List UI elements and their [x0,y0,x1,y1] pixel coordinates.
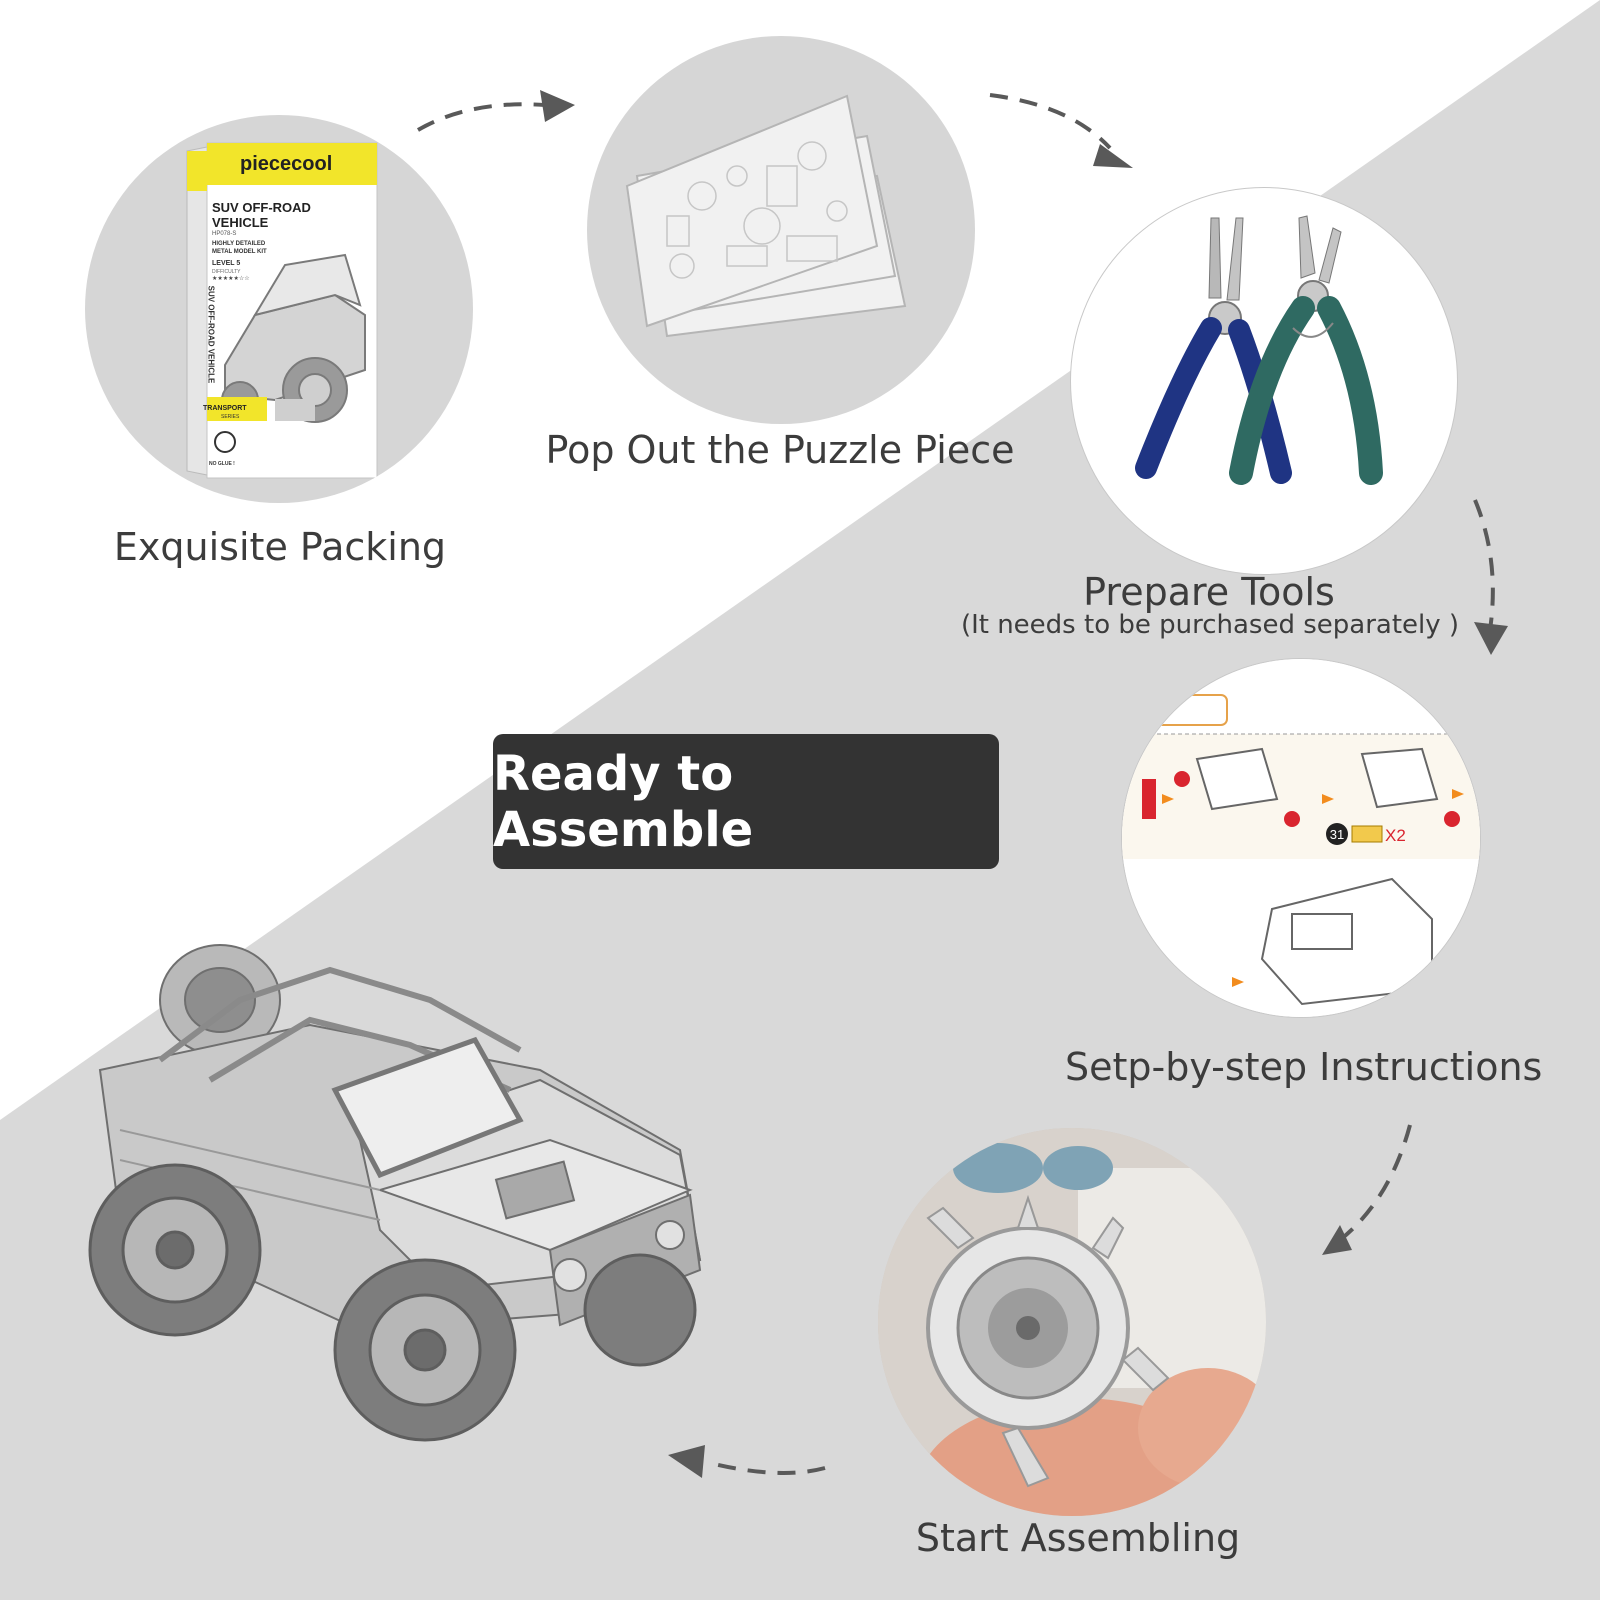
package-desc-line1: HIGHLY DETAILED [212,241,266,247]
package-desc-line2: METAL MODEL KIT [212,249,267,255]
cutter-pliers-icon [1229,215,1383,485]
package-title-line2: VEHICLE [212,215,269,230]
assembling-circle [878,1128,1266,1516]
ready-to-assemble-banner: Ready to Assemble [493,734,999,869]
package-title-line1: SUV OFF-ROAD [212,200,311,215]
package-no-glue: NO GLUE ! [209,461,235,467]
step-label-puzzle: Pop Out the Puzzle Piece [545,428,1015,472]
arrow-head-1 [540,90,575,122]
package-level: LEVEL 5 [212,260,241,267]
tools-circle [1070,187,1458,575]
metal-sheets-image [625,94,907,338]
pliers-image [1135,215,1383,485]
instruction-sheet-image: 31 X2 [1122,659,1480,1017]
package-box-image [186,142,378,479]
step-label-tools: Prepare Tools [1083,570,1335,614]
package-stars: ★★★★★☆☆ [212,275,250,282]
package-brand: piececool [240,153,333,175]
package-series-sub: SERIES [221,414,240,420]
suv-wheels [88,1163,697,1442]
packing-circle [85,115,473,503]
instruction-step-number: 31 [1330,827,1344,842]
package-series: TRANSPORT [203,405,247,412]
package-model-code: HP078-S [212,231,237,237]
instruction-multiplier: X2 [1385,826,1406,845]
tools-note: (It needs to be purchased separately ) [960,610,1460,640]
step-label-assembling: Start Assembling [915,1516,1241,1560]
package-difficulty: DIFFICULTY [212,269,241,275]
instructions-circle: 31 X2 [1121,658,1481,1018]
puzzle-sheets-circle [587,36,975,424]
step-label-instructions: Setp-by-step Instructions [1065,1045,1543,1089]
assembling-photo [878,1128,1266,1516]
step-label-packing: Exquisite Packing [113,525,447,569]
assembled-suv-model-image [88,944,702,1442]
